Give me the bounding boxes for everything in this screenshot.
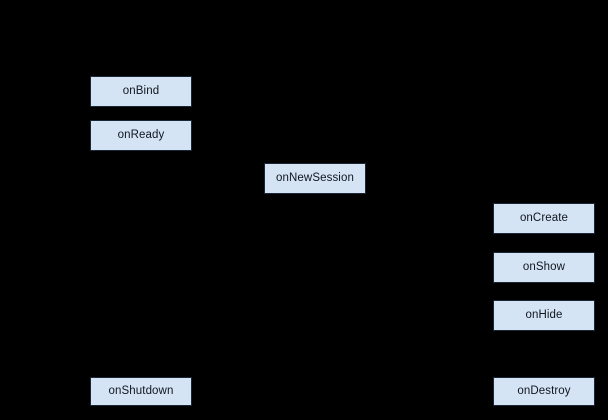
node-on-create[interactable]: onCreate <box>493 203 595 234</box>
node-on-bind[interactable]: onBind <box>90 76 192 107</box>
node-on-new-session[interactable]: onNewSession <box>264 163 366 194</box>
node-on-hide[interactable]: onHide <box>493 300 595 331</box>
node-label: onShutdown <box>108 384 174 397</box>
node-on-ready[interactable]: onReady <box>90 120 192 151</box>
node-label: onShow <box>522 260 566 273</box>
node-label: onReady <box>117 128 165 141</box>
node-label: onBind <box>122 84 160 97</box>
node-label: onCreate <box>519 211 569 224</box>
node-label: onNewSession <box>276 171 354 184</box>
node-on-destroy[interactable]: onDestroy <box>493 377 595 406</box>
node-label: onDestroy <box>517 384 571 397</box>
node-on-shutdown[interactable]: onShutdown <box>90 377 192 406</box>
node-label: onHide <box>525 308 563 321</box>
node-on-show[interactable]: onShow <box>493 252 595 283</box>
